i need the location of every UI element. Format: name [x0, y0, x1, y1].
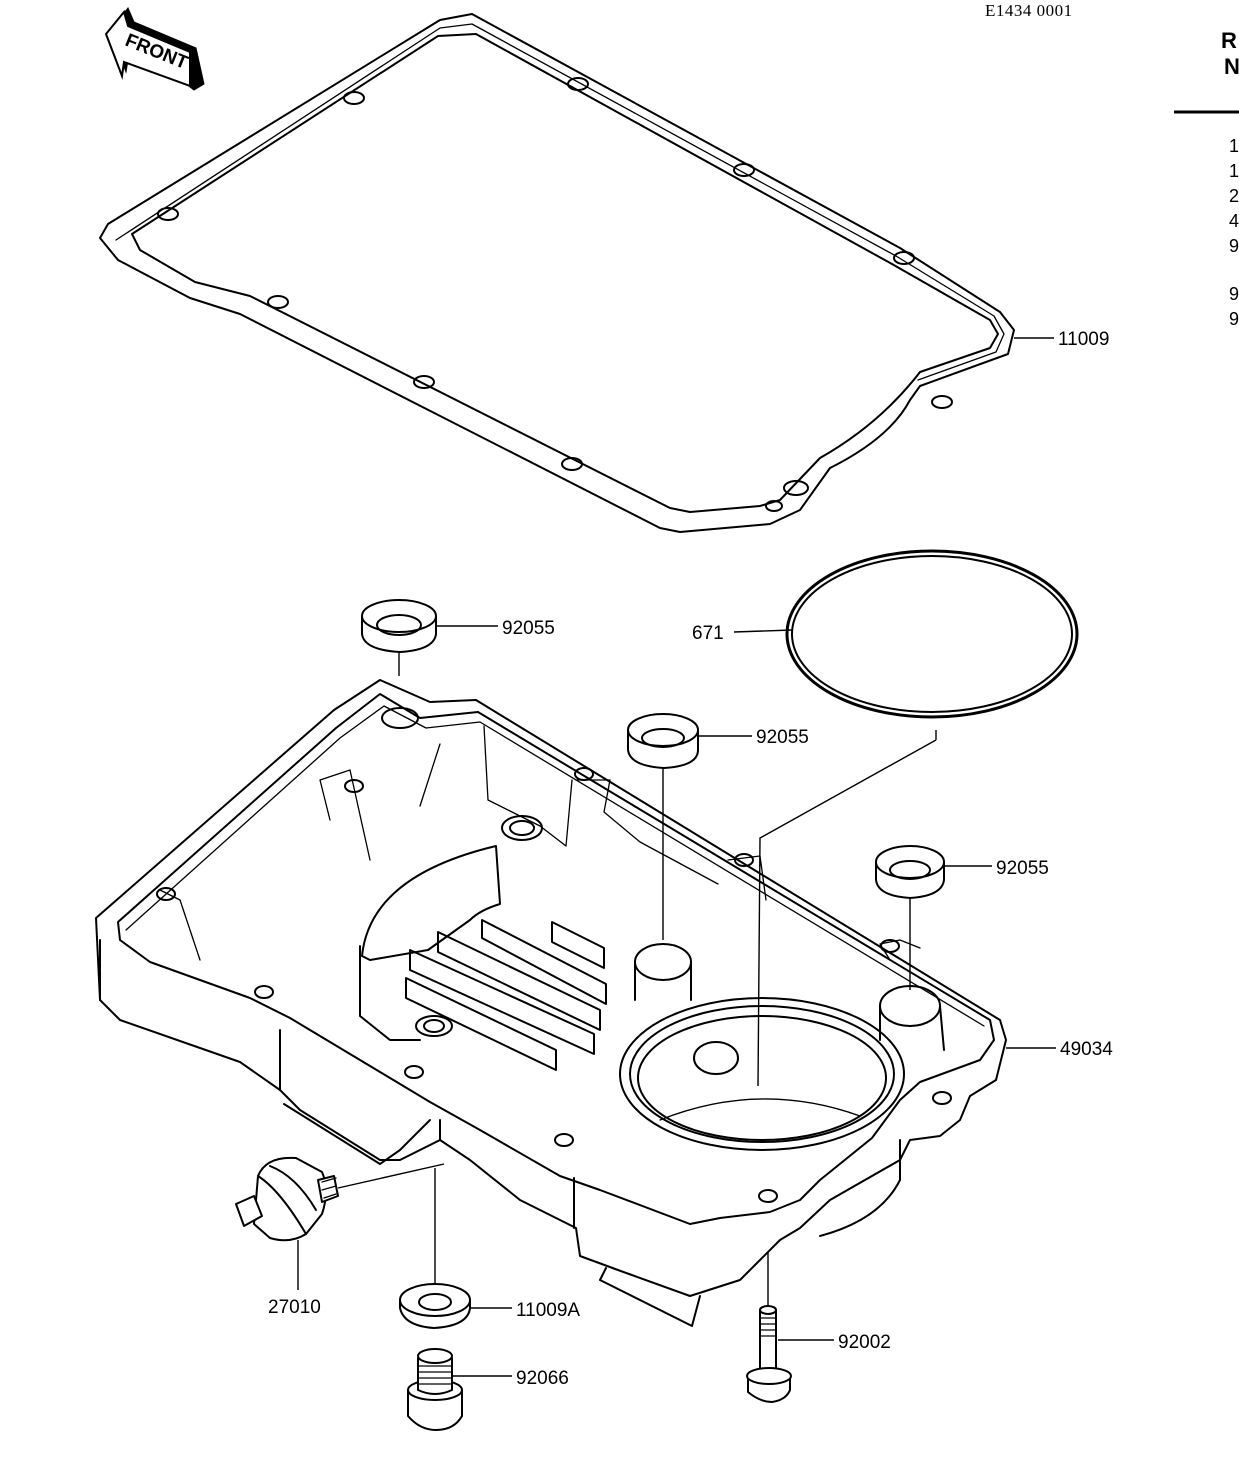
callout-92002: 92002: [838, 1332, 891, 1353]
pan-bolt-hole: [156, 767, 952, 1203]
oil-pan-gasket: [99, 13, 1015, 533]
table-cell: 1: [1229, 136, 1239, 156]
washer-left: [361, 599, 437, 653]
callout-92055-middle: 92055: [756, 727, 809, 748]
callout-49034: 49034: [1060, 1039, 1113, 1060]
table-header-line2: N: [1224, 54, 1239, 79]
drawing-code: E1434 0001: [985, 1, 1073, 20]
table-cell: 9: [1229, 284, 1239, 304]
callout-11009A: 11009A: [516, 1300, 580, 1321]
table-cell: 9: [1229, 236, 1239, 256]
table-cell: 1: [1229, 161, 1239, 181]
washer-middle: [627, 713, 699, 769]
table-header-line1: R: [1221, 28, 1237, 53]
table-cell: 4: [1229, 211, 1239, 231]
callout-92055-right: 92055: [996, 858, 1049, 879]
callout-27010: 27010: [268, 1297, 321, 1318]
callout-92066: 92066: [516, 1368, 569, 1389]
table-cell: 9: [1229, 309, 1239, 329]
pan-bolt: [746, 1305, 792, 1403]
gasket-bolt-hole: [157, 77, 953, 512]
drain-plug: [407, 1348, 463, 1431]
callout-11009: 11009: [1058, 329, 1109, 350]
drain-gasket: [399, 1283, 471, 1329]
front-arrow-icon: FRONT: [104, 7, 205, 91]
washer-right: [875, 845, 945, 899]
table-cell: 2: [1229, 186, 1239, 206]
callout-92055-left: 92055: [502, 618, 555, 639]
oil-pan: [95, 679, 1007, 1327]
oil-pressure-switch: [235, 1156, 339, 1242]
callout-671: 671: [692, 623, 724, 644]
o-ring: [785, 549, 1079, 719]
